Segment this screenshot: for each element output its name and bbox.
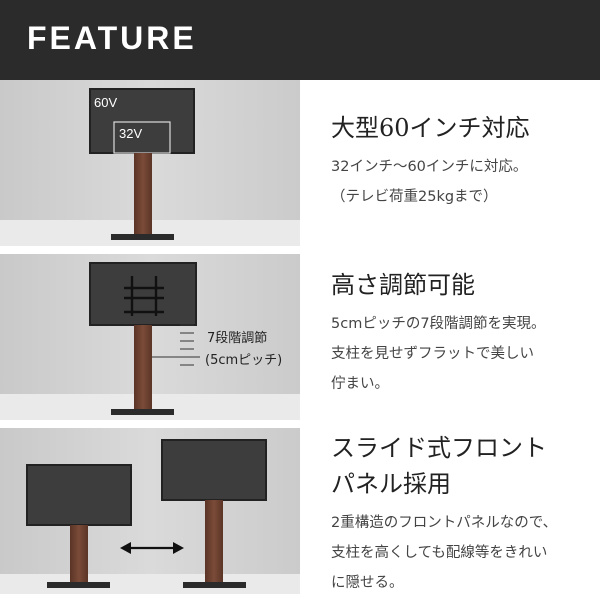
- feature-heading: 大型60インチ対応: [331, 110, 593, 146]
- callout-label-1: 7段階調節: [207, 331, 267, 346]
- label-32v: 32V: [119, 126, 142, 141]
- feature-description: 32インチ〜60インチに対応。 （テレビ荷重25kgまで）: [331, 152, 593, 212]
- feature-heading: 高さ調節可能: [331, 267, 593, 303]
- floor: [0, 574, 300, 594]
- callout-label-2: (5cmピッチ): [205, 353, 282, 368]
- heading-line: スライド式フロント: [331, 434, 547, 462]
- feature-text-screen-size: 大型60インチ対応 32インチ〜60インチに対応。 （テレビ荷重25kgまで）: [331, 110, 593, 212]
- tv-right: [161, 439, 267, 501]
- mount-bracket: [124, 276, 164, 316]
- page-title: FEATURE: [27, 20, 197, 56]
- stand-base: [111, 409, 174, 415]
- label-60v: 60V: [94, 95, 117, 110]
- double-arrow-icon: [120, 542, 184, 554]
- feature-text-slide-panel: スライド式フロント パネル採用 2重構造のフロントパネルなので、 支柱を高くして…: [331, 430, 593, 598]
- header-bar: FEATURE: [0, 0, 600, 80]
- tv: [89, 262, 197, 326]
- description-line: 支柱を見せずフラットで美しい: [331, 346, 534, 362]
- description-line: に隠せる。: [331, 575, 404, 591]
- stand-pole: [134, 325, 152, 409]
- feature-description: 5cmピッチの7段階調節を実現。 支柱を見せずフラットで美しい 佇まい。: [331, 309, 593, 399]
- description-line: （テレビ荷重25kgまで）: [331, 189, 498, 205]
- description-line: 32インチ〜60インチに対応。: [331, 159, 528, 175]
- stand-pole: [134, 153, 152, 235]
- description-line: 支柱を高くしても配線等をきれい: [331, 545, 548, 561]
- feature-text-height-adjust: 高さ調節可能 5cmピッチの7段階調節を実現。 支柱を見せずフラットで美しい 佇…: [331, 267, 593, 399]
- description-line: 佇まい。: [331, 376, 389, 392]
- stand-base: [111, 234, 174, 240]
- heading-line: 高さ調節可能: [331, 271, 475, 299]
- stand-base-left: [47, 582, 110, 588]
- heading-line: 大型60インチ対応: [331, 114, 530, 142]
- feature-description: 2重構造のフロントパネルなので、 支柱を高くしても配線等をきれい に隠せる。: [331, 508, 593, 598]
- feature-image-screen-size: 60V 32V: [0, 80, 300, 246]
- stand-base-right: [183, 582, 246, 588]
- description-line: 5cmピッチの7段階調節を実現。: [331, 316, 546, 332]
- stand-pole-right: [205, 500, 223, 583]
- heading-line: パネル採用: [331, 470, 451, 498]
- feature-image-height-adjust: 7段階調節 (5cmピッチ): [0, 254, 300, 420]
- description-line: 2重構造のフロントパネルなので、: [331, 515, 558, 531]
- tv-left: [26, 464, 132, 526]
- feature-heading: スライド式フロント パネル採用: [331, 430, 593, 502]
- stand-pole-left: [70, 525, 88, 583]
- feature-image-slide-panel: [0, 428, 300, 594]
